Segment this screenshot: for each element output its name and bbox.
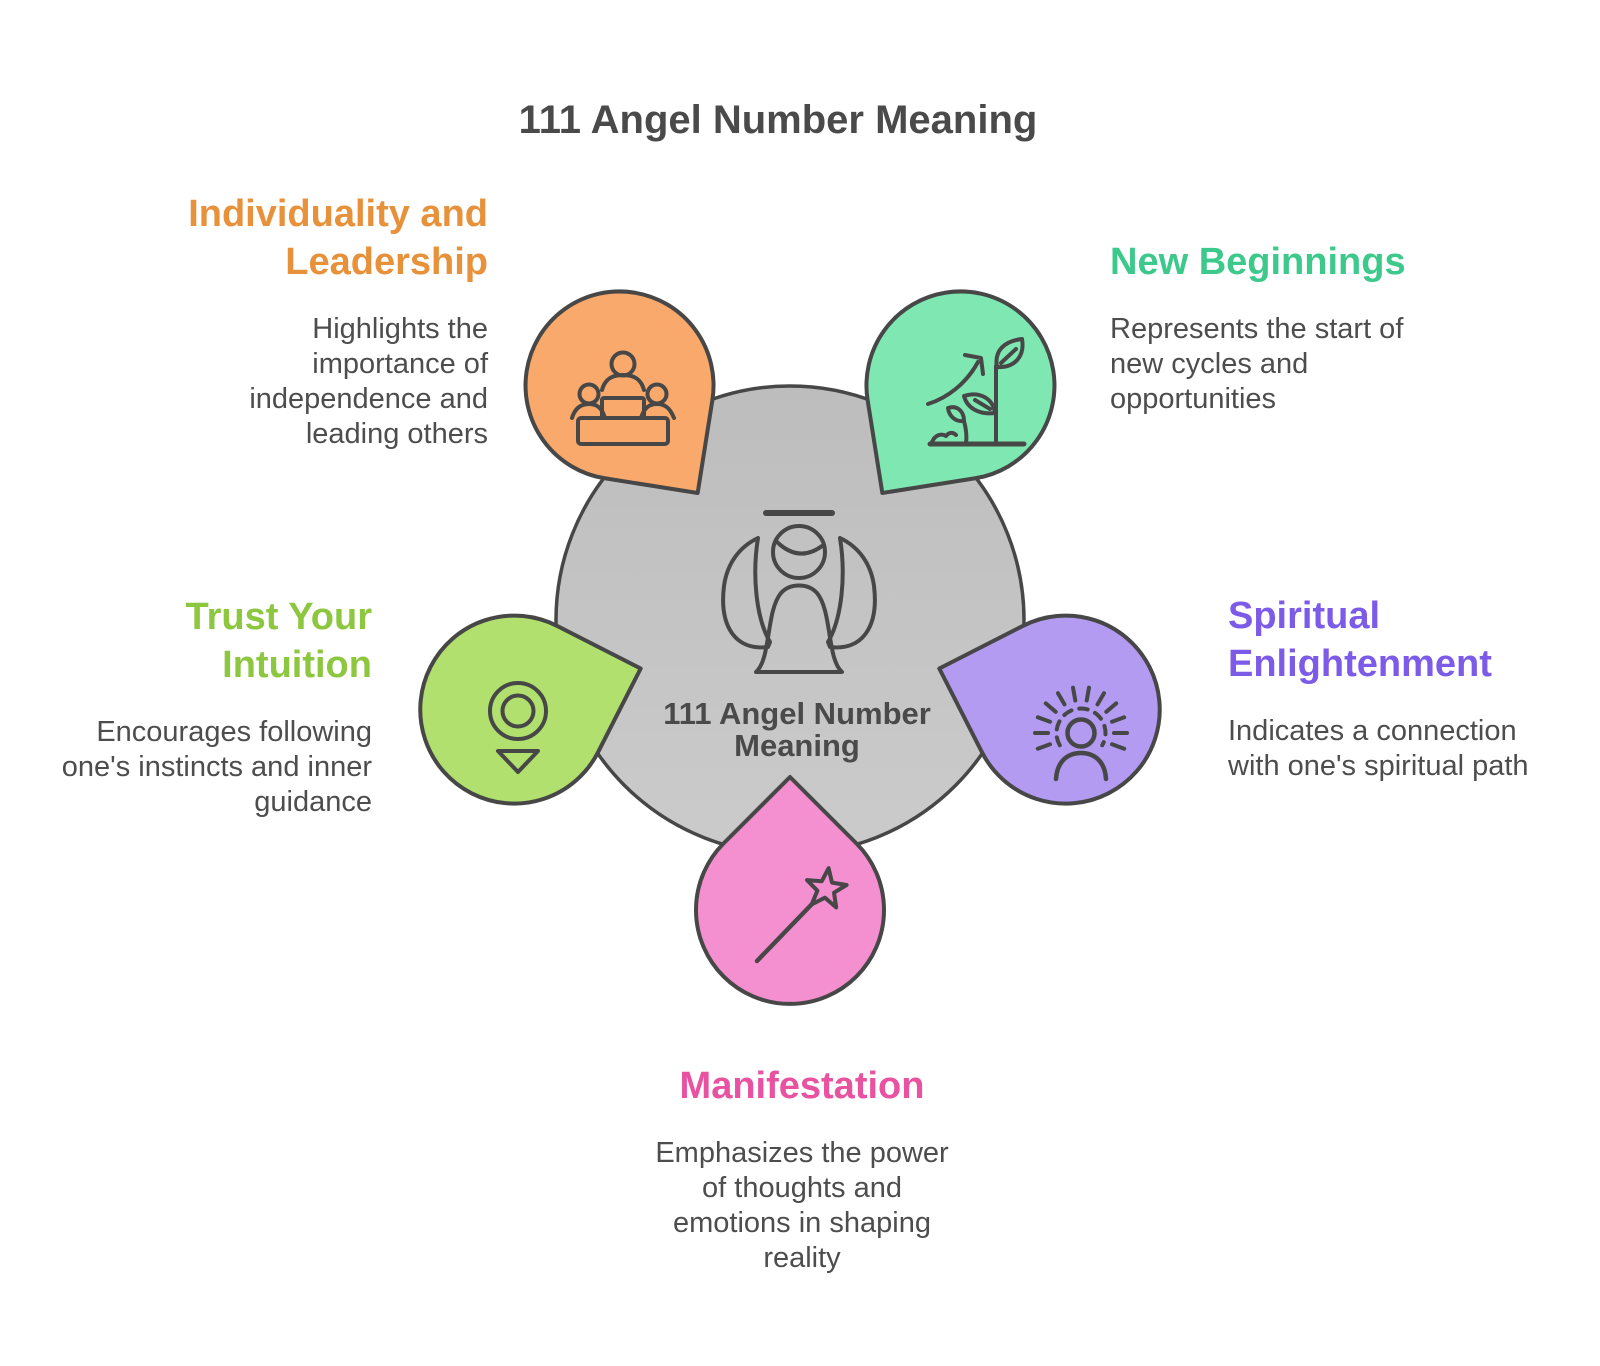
section-individuality-leadership: Individuality and Leadership Highlights …	[188, 190, 488, 452]
podium-icon	[570, 350, 676, 446]
section-heading: Spiritual Enlightenment	[1228, 595, 1492, 685]
section-manifestation: Manifestation Emphasizes the power of th…	[655, 1062, 948, 1276]
section-heading: Trust Your Intuition	[185, 596, 372, 686]
section-description: Represents the start of new cycles and o…	[1110, 313, 1404, 415]
section-heading: Individuality and Leadership	[188, 193, 488, 283]
section-description: Highlights the importance of independenc…	[249, 313, 488, 450]
petal-manifestation	[694, 775, 886, 1006]
section-description: Encourages following one's instincts and…	[61, 716, 372, 818]
rays	[1033, 685, 1129, 751]
enlightenment-person-icon	[1033, 685, 1129, 782]
section-spiritual-enlightenment: Spiritual Enlightenment Indicates a conn…	[1228, 592, 1529, 784]
section-heading: New Beginnings	[1110, 241, 1406, 283]
page-title: 111 Angel Number Meaning	[518, 98, 1038, 142]
center-label-line1: 111 Angel Number	[663, 696, 931, 731]
angel-icon	[721, 510, 877, 674]
magic-wand-icon	[754, 866, 849, 964]
petal-spiritual-enlightenment	[937, 613, 1162, 806]
section-description: Indicates a connection with one's spirit…	[1228, 715, 1529, 782]
section-description: Emphasizes the power of thoughts and emo…	[655, 1137, 949, 1274]
petal-trust-your-intuition	[418, 613, 643, 806]
section-new-beginnings: New Beginnings Represents the start of n…	[1110, 238, 1406, 417]
center-label-line2: Meaning	[734, 728, 860, 763]
growth-icon	[926, 337, 1027, 447]
section-heading: Manifestation	[679, 1065, 925, 1107]
location-pin-icon	[488, 681, 548, 774]
section-trust-your-intuition: Trust Your Intuition Encourages followin…	[62, 593, 372, 820]
